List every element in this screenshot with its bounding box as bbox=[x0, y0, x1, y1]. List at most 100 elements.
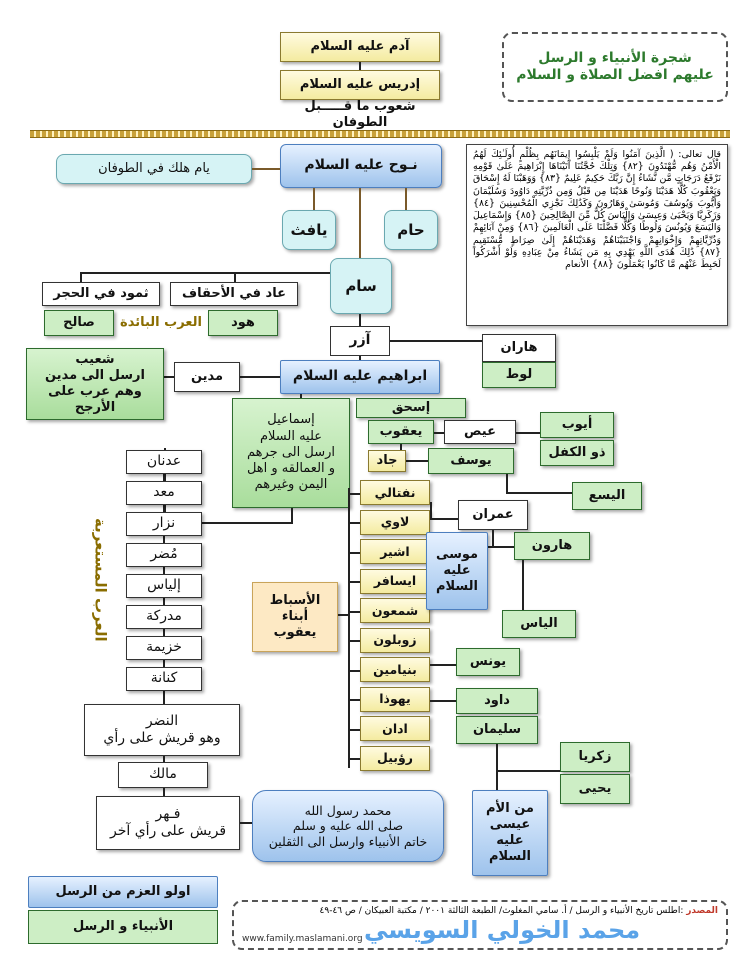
connector bbox=[164, 522, 292, 524]
asbat-son-node: ايسافر bbox=[360, 568, 430, 594]
zakariya-node: زكريا bbox=[560, 742, 630, 772]
connector bbox=[338, 614, 348, 616]
shuaib-node: شعيب ارسل الى مدين وهم عرب على الأرجح bbox=[26, 348, 164, 420]
adnan-chain-node: معد bbox=[126, 481, 202, 505]
connector bbox=[291, 508, 293, 524]
connector bbox=[506, 492, 572, 494]
connector bbox=[359, 188, 361, 258]
adam-node: آدم عليه السلام bbox=[280, 32, 440, 62]
yunus-node: يونس bbox=[456, 648, 520, 676]
asbat-son-node: ادان bbox=[360, 716, 430, 741]
yam-node: يام هلك في الطوفان bbox=[56, 154, 252, 184]
adnan-chain-node: عدنان bbox=[126, 450, 202, 474]
asbat-son-node: بنيامين bbox=[360, 657, 430, 682]
connector bbox=[430, 700, 456, 702]
fihr-node: فـهر قريش على رأي آخر bbox=[96, 796, 240, 850]
quran-verse-text: قال تعالى: ( الَّذِينَ آمَنُوا وَلَمْ يَ… bbox=[473, 149, 722, 270]
aad-node: عاد في الأحقاف bbox=[170, 282, 298, 306]
connector bbox=[506, 474, 508, 492]
source-box: المصدر :اطلس تاريخ الأنبياء و الرسل / أ.… bbox=[232, 900, 728, 950]
connector bbox=[164, 376, 174, 378]
connector bbox=[348, 728, 360, 731]
title-line-2: عليهم افضل الصلاة و السلام bbox=[516, 67, 714, 83]
connector bbox=[80, 272, 82, 282]
sulayman-node: سليمان bbox=[456, 716, 538, 744]
connector bbox=[390, 340, 482, 342]
connector bbox=[516, 432, 540, 434]
asbat-son-node: اشير bbox=[360, 539, 430, 564]
ais-node: عيص bbox=[444, 420, 516, 444]
asbat-son-node: يهوذا bbox=[360, 686, 430, 712]
source-url: www.family.maslamani.org bbox=[242, 934, 363, 944]
connector bbox=[313, 188, 315, 210]
adnan-chain-node: إلياس bbox=[126, 574, 202, 598]
connector bbox=[240, 822, 252, 824]
adnan-chain-node: نزار bbox=[126, 512, 202, 536]
imran-node: عمران bbox=[458, 500, 528, 530]
connector bbox=[348, 610, 360, 613]
madyan-node: مدين bbox=[174, 362, 240, 392]
ishaq-node: إسحق bbox=[356, 398, 466, 418]
isa-node: من الأم عيسى عليه السلام bbox=[472, 790, 548, 876]
lut-node: لوط bbox=[482, 362, 556, 388]
hud-node: هود bbox=[208, 310, 278, 336]
connector bbox=[348, 492, 360, 495]
asbat-label: الأسباط أبناء يعقوب bbox=[252, 582, 338, 652]
connector bbox=[496, 744, 498, 790]
source-label: المصدر bbox=[686, 906, 718, 916]
source-line: المصدر :اطلس تاريخ الأنبياء و الرسل / أ.… bbox=[242, 906, 718, 916]
author-name: محمد الخولي السويسي bbox=[364, 916, 641, 944]
adnan-chain-node: مُضر bbox=[126, 543, 202, 567]
connector bbox=[434, 432, 444, 434]
nuh-node: نـوح عليه السلام bbox=[280, 144, 442, 188]
asbat-son-node: شمعون bbox=[360, 598, 430, 623]
connector bbox=[404, 460, 428, 462]
connector bbox=[430, 664, 456, 666]
connector bbox=[348, 488, 350, 768]
flood-divider bbox=[30, 130, 730, 138]
connector bbox=[348, 581, 360, 583]
yaqub-node: يعقوب bbox=[368, 420, 434, 444]
connector bbox=[430, 502, 432, 520]
idris-node: إدريس عليه السلام bbox=[280, 70, 440, 100]
asbat-son-node: لاوي bbox=[360, 509, 430, 535]
connector bbox=[300, 394, 302, 400]
asbat-son-node: رؤبيل bbox=[360, 745, 430, 771]
ham-node: حام bbox=[384, 210, 438, 250]
ismail-node: إسماعيل عليه السلام ارسل الى جرهم و العم… bbox=[232, 398, 350, 508]
connector bbox=[359, 356, 361, 362]
connector bbox=[359, 62, 361, 70]
connector bbox=[348, 699, 360, 701]
asbat-son-node: زوبلون bbox=[360, 627, 430, 653]
ilyas-node: الياس bbox=[502, 610, 576, 638]
ayyub-node: أيوب bbox=[540, 412, 614, 438]
muhammad-node: محمد رسول الله صلى الله عليه و سلم خاتم … bbox=[252, 790, 444, 862]
sam-node: سام bbox=[330, 258, 392, 314]
harun-node: هارون bbox=[514, 532, 590, 560]
extinct-arabs-label: العرب البائدة bbox=[120, 314, 202, 330]
arabized-arabs-label: العرب المستعربة bbox=[70, 480, 130, 680]
alyasa-node: اليسع bbox=[572, 482, 642, 510]
thamud-node: ثمود في الحجر bbox=[42, 282, 160, 306]
adnan-chain-node: خزيمة bbox=[126, 636, 202, 660]
connector bbox=[496, 770, 560, 772]
legend-ulul-azm: اولو العزم من الرسل bbox=[28, 876, 218, 908]
malik-node: مالك bbox=[118, 762, 208, 788]
connector bbox=[163, 756, 165, 762]
connector bbox=[492, 530, 494, 546]
connector bbox=[466, 546, 514, 548]
asbat-son-node: نفتالي bbox=[360, 480, 430, 505]
ibrahim-node: ابراهيم عليه السلام bbox=[280, 360, 440, 394]
yusuf-node: يوسف bbox=[428, 448, 514, 474]
adnan-chain-node: مدركة bbox=[126, 605, 202, 629]
quran-verse-box: قال تعالى: ( الَّذِينَ آمَنُوا وَلَمْ يَ… bbox=[466, 144, 728, 326]
dawud-node: داود bbox=[456, 688, 538, 714]
haran-node: هاران bbox=[482, 334, 556, 362]
connector bbox=[348, 551, 360, 554]
adnan-chain-node: كنانة bbox=[126, 667, 202, 691]
connector bbox=[252, 168, 280, 170]
connector bbox=[348, 758, 360, 760]
connector bbox=[348, 640, 360, 642]
adnan-chain-column: عدنان معد نزار مُضر إلياس مدركة خزيمة كنانة bbox=[126, 450, 202, 704]
yafith-node: يافث bbox=[282, 210, 336, 250]
